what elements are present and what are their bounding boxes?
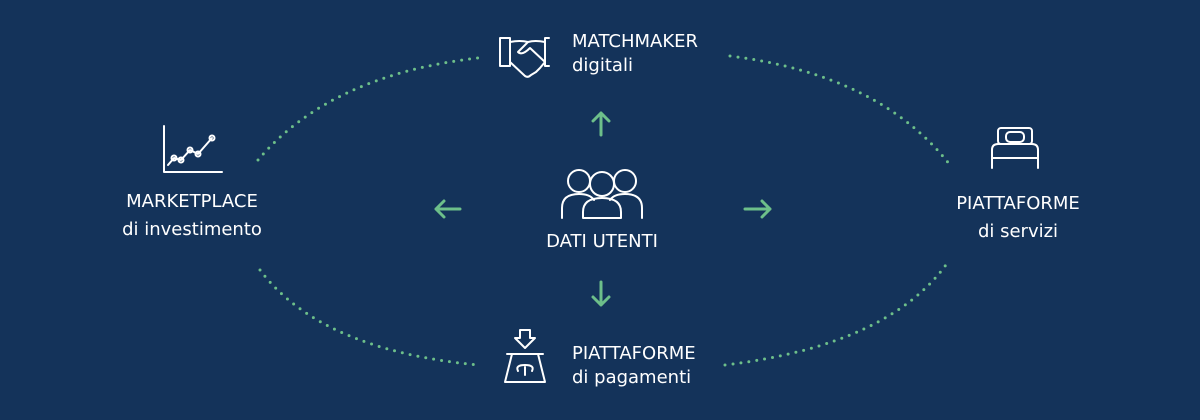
center-label: DATI UTENTI bbox=[546, 231, 658, 252]
node-title: PIATTAFORME bbox=[572, 343, 696, 364]
node-subtitle: digitali bbox=[572, 55, 633, 76]
node-marketplace: MARKETPLACE di investimento bbox=[92, 190, 292, 242]
arc-bottom-left bbox=[258, 268, 480, 367]
node-matchmaker: MATCHMAKER digitali bbox=[572, 30, 698, 78]
node-title: PIATTAFORME bbox=[956, 193, 1080, 214]
arc-top-right bbox=[728, 54, 952, 167]
node-subtitle: di servizi bbox=[977, 221, 1059, 242]
bed-icon bbox=[991, 127, 1039, 169]
arc-bottom-right bbox=[723, 260, 950, 367]
node-subtitle: di investimento bbox=[122, 219, 262, 240]
arrow-left-icon bbox=[434, 199, 462, 219]
arrow-right-icon bbox=[743, 199, 772, 219]
handshake-icon bbox=[499, 37, 550, 78]
node-piattaforme-pagamenti: PIATTAFORME di pagamenti bbox=[572, 342, 696, 390]
users-group-icon bbox=[561, 169, 643, 219]
payment-terminal-icon bbox=[504, 329, 546, 383]
arc-top-left bbox=[256, 56, 480, 162]
node-title: MATCHMAKER bbox=[572, 31, 699, 52]
arrow-down-icon bbox=[591, 280, 611, 307]
node-subtitle: di pagamenti bbox=[572, 367, 692, 388]
arrow-up-icon bbox=[591, 111, 611, 137]
line-chart-icon bbox=[163, 125, 223, 173]
node-title: MARKETPLACE bbox=[126, 191, 258, 212]
node-piattaforme-servizi: PIATTAFORME di servizi bbox=[918, 192, 1118, 244]
